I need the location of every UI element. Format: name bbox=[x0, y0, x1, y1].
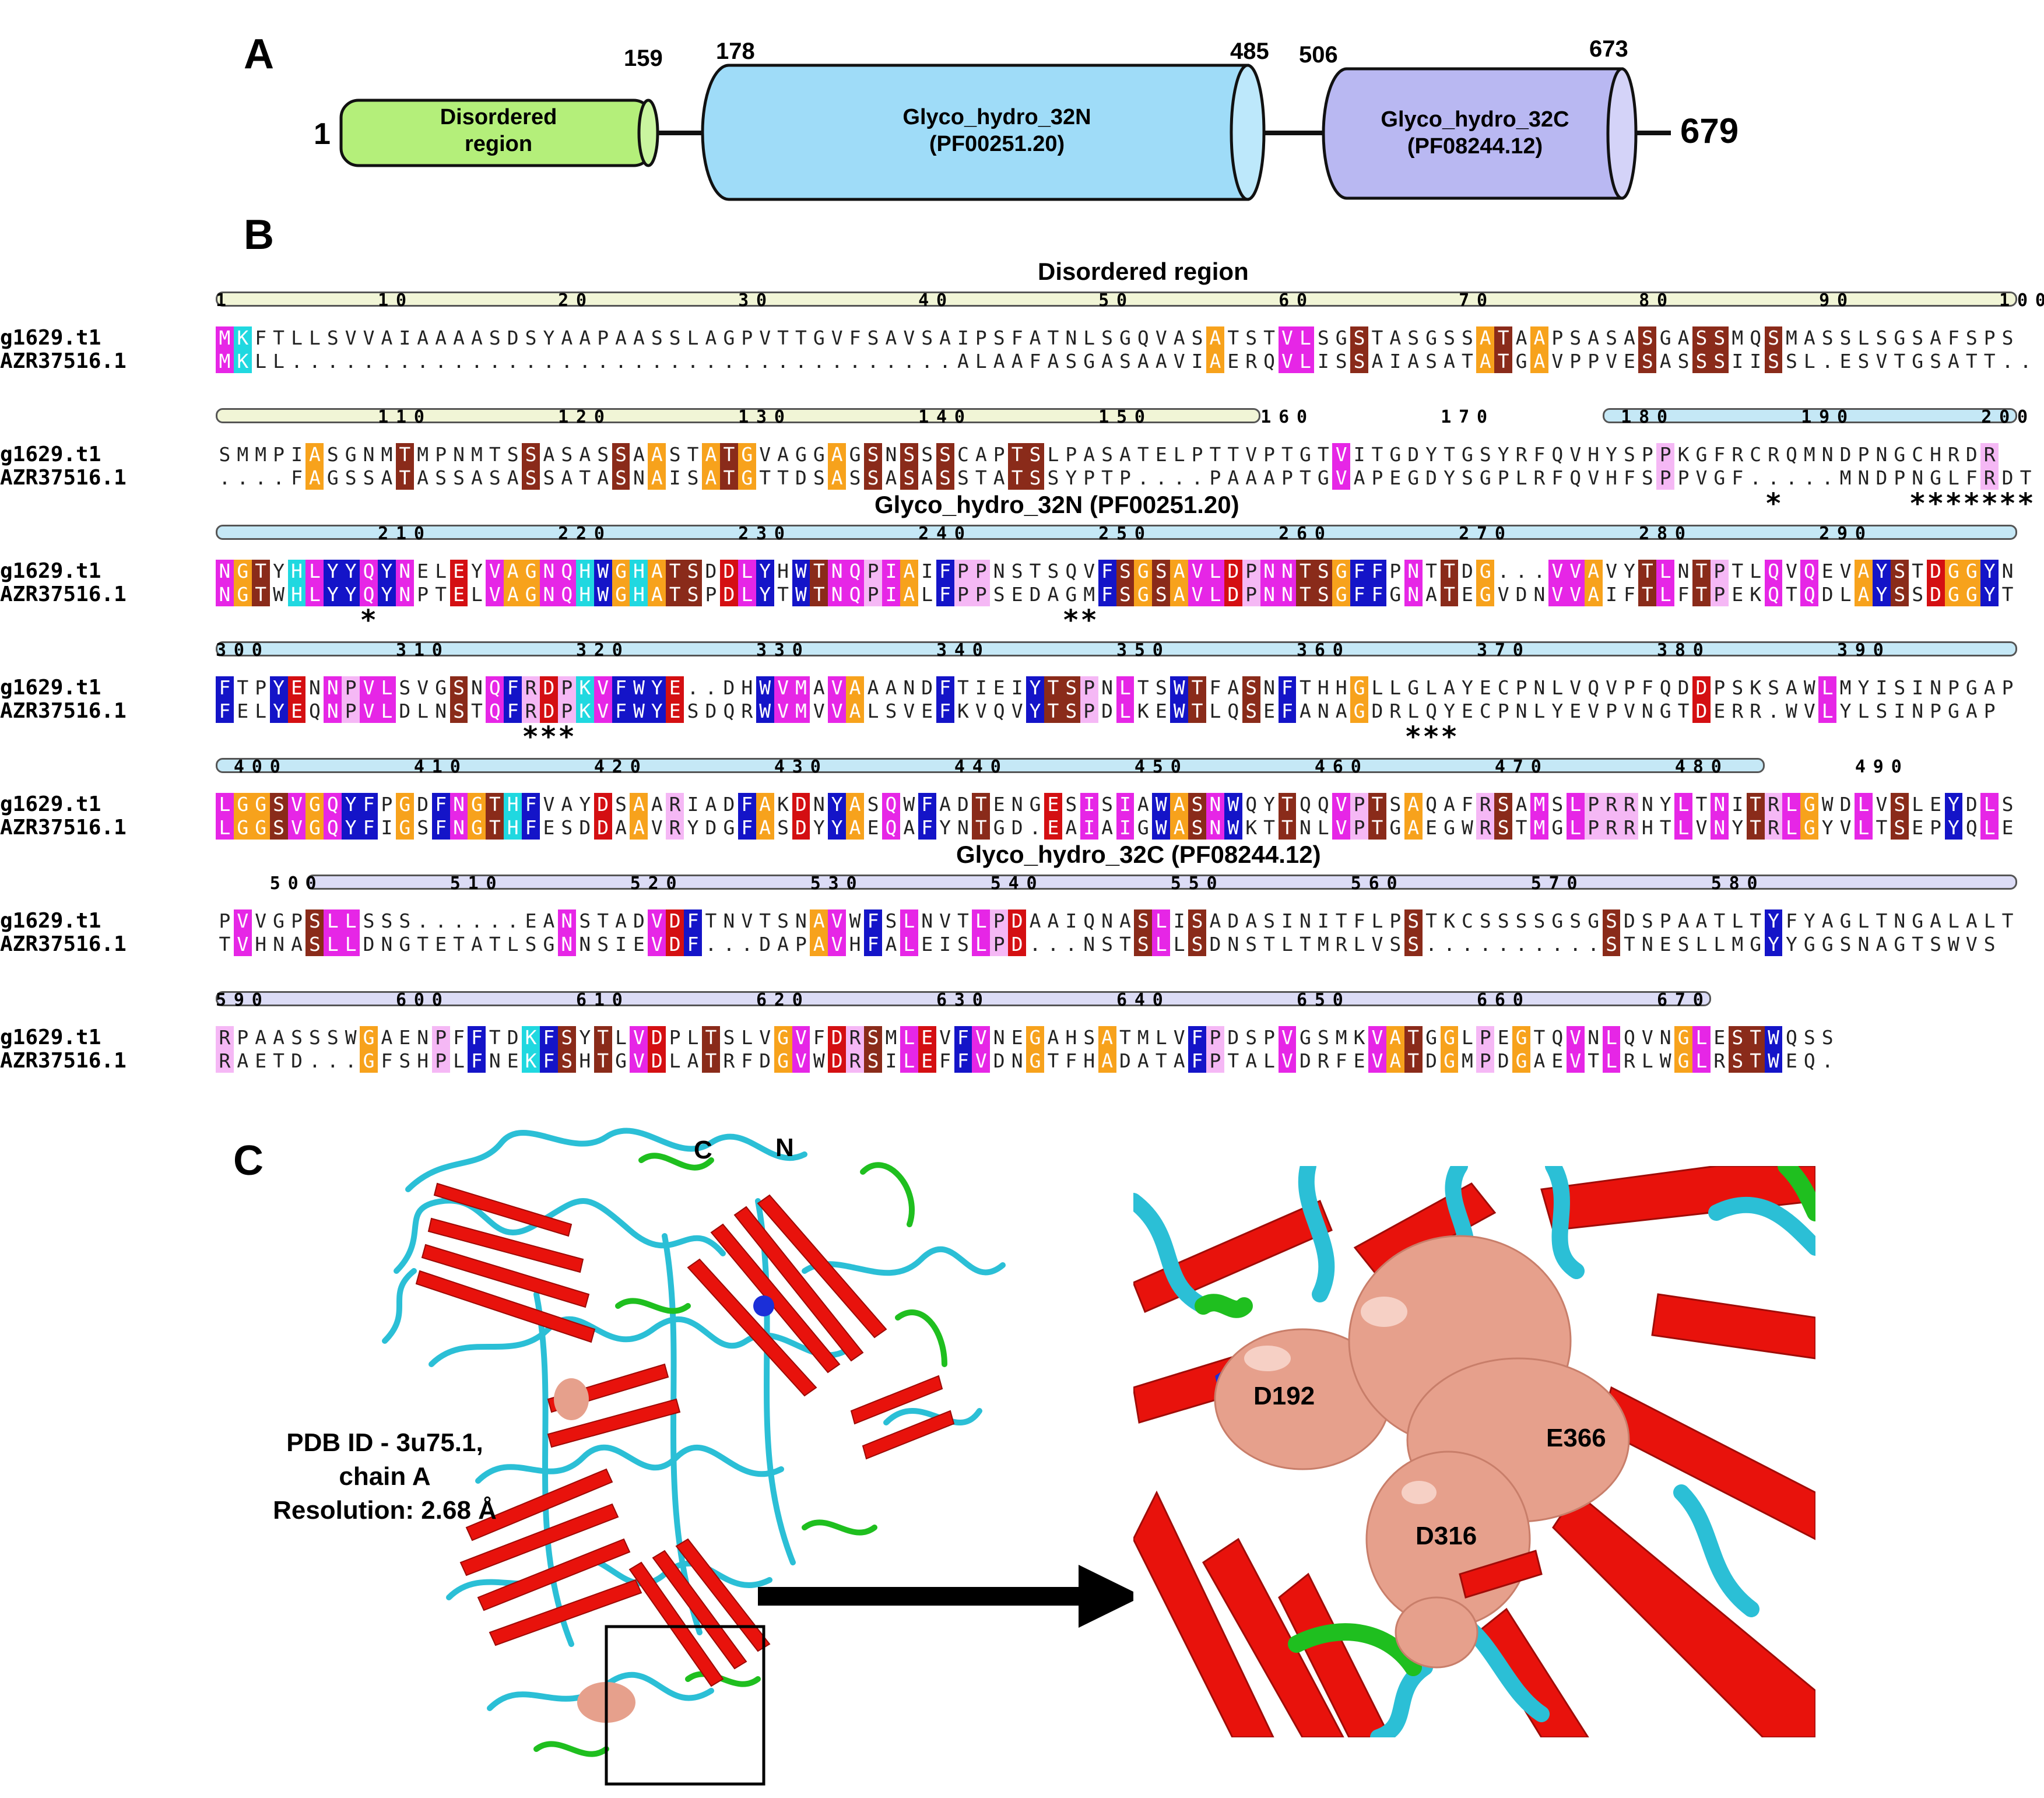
disordered-label: Disordered region bbox=[373, 104, 624, 157]
sequence-name: g1629.t1 bbox=[0, 326, 101, 350]
n-domain-label-line2: (PF00251.20) bbox=[929, 132, 1065, 156]
glyco-hydro-32n-label: Glyco_hydro_32N (PF00251.20) bbox=[775, 104, 1218, 157]
zoom-helix bbox=[1195, 1166, 1815, 1676]
sequence-name: g1629.t1 bbox=[0, 909, 101, 933]
domain-bar bbox=[216, 991, 1711, 1006]
alignment-region-title: Glyco_hydro_32C (PF08244.12) bbox=[956, 841, 1321, 868]
residue-label-d316: D316 bbox=[1416, 1522, 1477, 1550]
domain-bar bbox=[216, 758, 1765, 773]
protein-structure-overview bbox=[382, 1128, 1006, 1786]
pdb-chain-line: chain A bbox=[339, 1462, 431, 1491]
residue-label-e366: E366 bbox=[1546, 1424, 1606, 1452]
n-domain-label-line1: Glyco_hydro_32N bbox=[902, 105, 1091, 129]
domain-bar bbox=[216, 525, 2017, 540]
domain-end-number: 679 bbox=[1680, 111, 1739, 150]
c-domain-end-number: 673 bbox=[1589, 36, 1628, 62]
pdb-info: PDB ID - 3u75.1, chain A Resolution: 2.6… bbox=[245, 1426, 525, 1527]
sequence-name: g1629.t1 bbox=[0, 559, 101, 583]
glyco-hydro-32c-label: Glyco_hydro_32C (PF08244.12) bbox=[1335, 106, 1615, 160]
n-domain-end-number: 485 bbox=[1230, 38, 1269, 64]
domain-bar bbox=[216, 408, 1261, 423]
zoom-beta-sheets bbox=[1133, 1166, 1815, 1737]
sequence-name: AZR37516.1 bbox=[0, 582, 127, 606]
sequence-name: AZR37516.1 bbox=[0, 466, 127, 490]
disordered-end-number: 159 bbox=[624, 45, 663, 71]
domain-architecture-diagram bbox=[339, 64, 1671, 201]
disordered-label-line2: region bbox=[464, 132, 533, 156]
zoom-box bbox=[605, 1625, 765, 1786]
disordered-label-line1: Disordered bbox=[440, 105, 557, 129]
domain-bar bbox=[216, 641, 2017, 656]
active-site-zoom-view bbox=[1133, 1166, 1815, 1737]
pdb-resolution-line: Resolution: 2.68 Å bbox=[273, 1496, 497, 1525]
panel-label-c: C bbox=[233, 1137, 264, 1184]
c-domain-label-line2: (PF08244.12) bbox=[1407, 134, 1543, 159]
domain-bar bbox=[1603, 408, 2017, 423]
panel-label-b: B bbox=[244, 212, 274, 258]
pdb-id-line: PDB ID - 3u75.1, bbox=[286, 1428, 483, 1457]
alignment-region-title: Glyco_hydro_32N (PF00251.20) bbox=[875, 491, 1239, 518]
ligand-blob bbox=[554, 1378, 589, 1420]
n-domain-start-number: 178 bbox=[716, 38, 755, 64]
sequence-name: g1629.t1 bbox=[0, 792, 101, 816]
n-terminus-label: N bbox=[775, 1133, 794, 1162]
sequence-name: g1629.t1 bbox=[0, 676, 101, 700]
beta-sheets bbox=[415, 1182, 955, 1687]
sequence-name: g1629.t1 bbox=[0, 1026, 101, 1049]
sequence-name: AZR37516.1 bbox=[0, 349, 127, 373]
alignment-region-title: Disordered region bbox=[1038, 258, 1249, 285]
zoom-arrow bbox=[758, 1565, 1143, 1628]
c-domain-start-number: 506 bbox=[1299, 42, 1338, 68]
domain-bar bbox=[305, 875, 2017, 890]
sequence-name: AZR37516.1 bbox=[0, 816, 127, 840]
panel-label-a: A bbox=[244, 31, 274, 78]
c-domain-label-line1: Glyco_hydro_32C bbox=[1381, 107, 1569, 132]
nitrogen-atom bbox=[753, 1295, 774, 1316]
sequence-name: AZR37516.1 bbox=[0, 699, 127, 723]
residue-label-d192: D192 bbox=[1253, 1382, 1315, 1410]
c-terminus-label: C bbox=[694, 1136, 712, 1164]
glyco-hydro-32c-cylinder bbox=[1322, 67, 1624, 200]
domain-start-number: 1 bbox=[314, 117, 331, 151]
sequence-name: g1629.t1 bbox=[0, 443, 101, 466]
sequence-name: AZR37516.1 bbox=[0, 932, 127, 956]
domain-bar bbox=[216, 292, 2017, 307]
glyco-hydro-32n-cylinder bbox=[701, 64, 1249, 201]
sequence-name: AZR37516.1 bbox=[0, 1049, 127, 1073]
